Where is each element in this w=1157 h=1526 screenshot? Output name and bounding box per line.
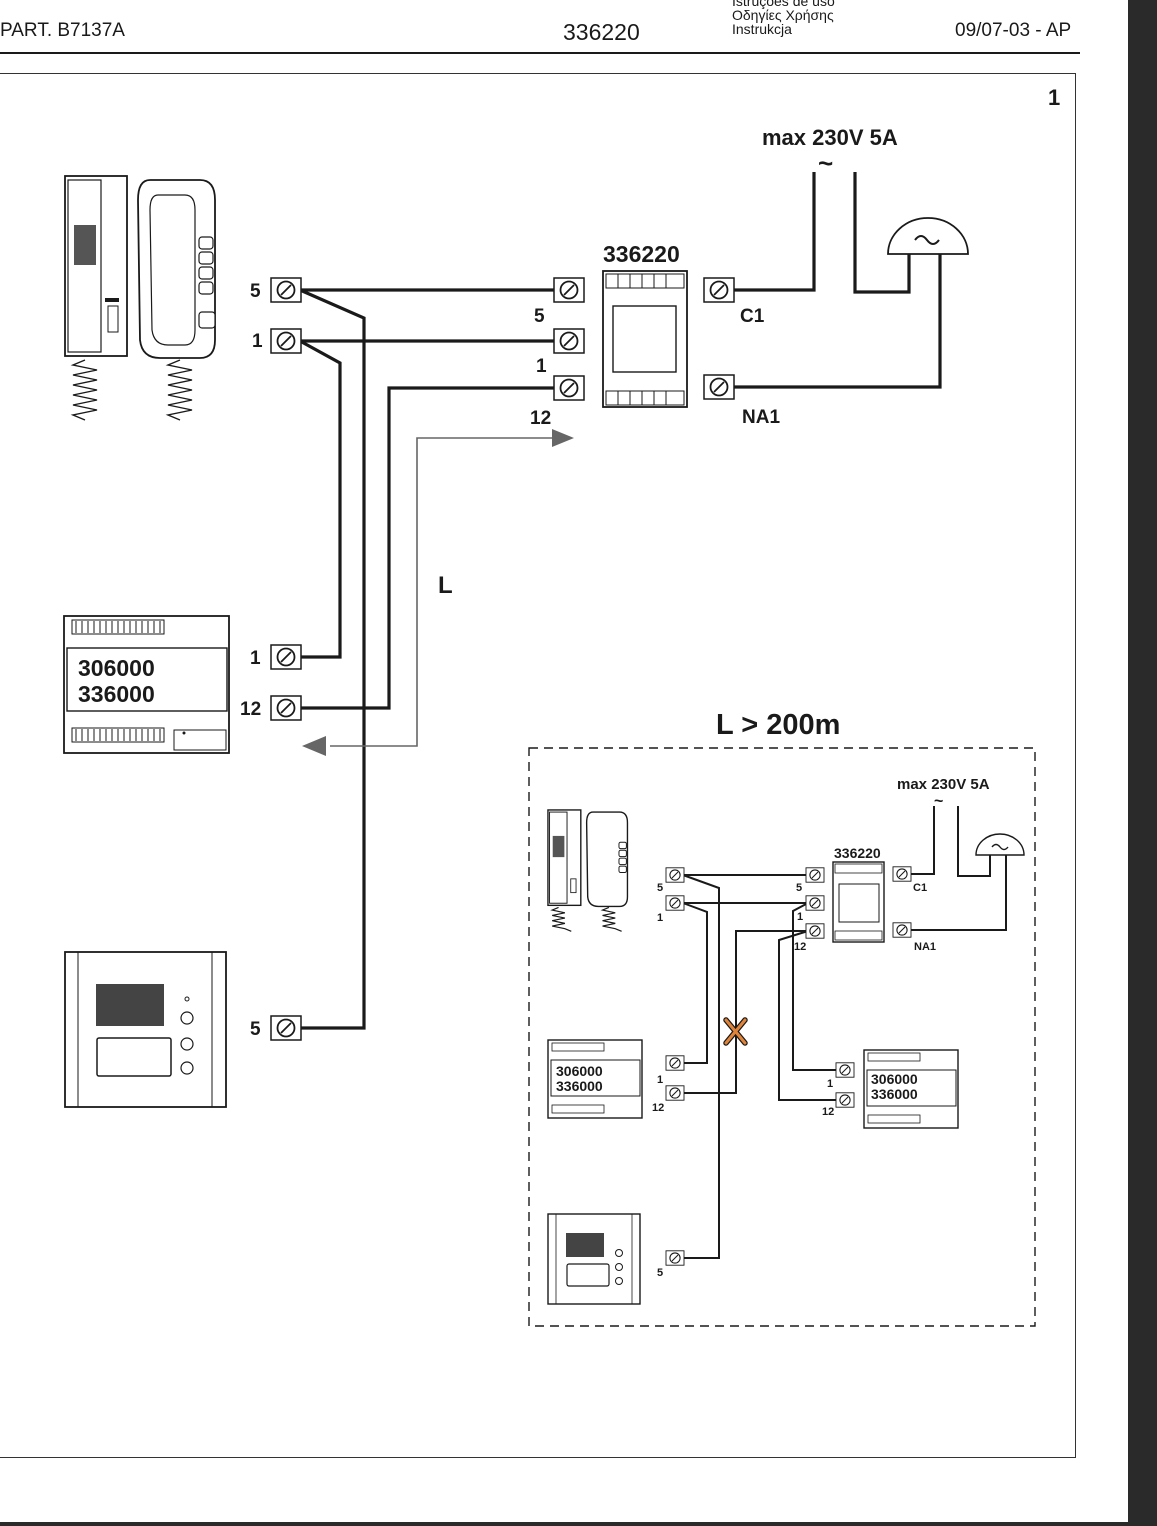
length-arrow — [302, 429, 574, 756]
inset-relay-module — [832, 861, 885, 943]
language-greek: Οδηγίες Χρήσης — [732, 7, 834, 23]
inset-label-t12-relay: 12 — [794, 941, 806, 953]
language-list: Istruções de uso Οδηγίες Χρήσης Instrukc… — [732, 0, 835, 37]
inset-panel-terminal-5 — [665, 1250, 685, 1266]
inset-relay-terminal-12 — [805, 923, 825, 939]
inset-label-t5-panel: 5 — [657, 1267, 663, 1279]
page-header: PART. B7137A 336220 Istruções de uso Οδη… — [0, 0, 1080, 54]
label-t12-relay: 12 — [530, 408, 551, 429]
figure-frame — [0, 73, 1076, 1458]
inset-label-t12-psu-right: 12 — [822, 1106, 834, 1118]
inset-label-t1-relay: 1 — [797, 911, 803, 923]
date-code: 09/07-03 - AP — [955, 20, 1072, 41]
figure-number: 1 — [1048, 85, 1060, 110]
inset-condition-label: L > 200m — [716, 709, 840, 741]
label-c1: C1 — [740, 306, 765, 327]
wiring-diagram: 1 306000 336000 — [63, 85, 1060, 1327]
inset-label-t5-handset: 5 — [657, 882, 663, 894]
relay-terminal-1 — [553, 328, 585, 354]
supply-ac-symbol: ~ — [818, 148, 833, 178]
part-number: PART. B7137A — [0, 20, 125, 41]
page-edge-strip — [1128, 0, 1157, 1526]
inset-psu-left-terminal-1 — [665, 1055, 685, 1071]
label-t1-psu: 1 — [250, 648, 261, 669]
inset-psu-left-code-1: 306000 — [556, 1063, 603, 1079]
language-portuguese: Istruções de uso — [732, 0, 835, 9]
inset-label-t1-psu-right: 1 — [827, 1078, 833, 1090]
relay-terminal-c1 — [703, 277, 735, 303]
wire-length-label: L — [438, 572, 453, 599]
psu-terminal-1 — [270, 644, 302, 670]
door-panel-icon — [64, 951, 227, 1108]
label-na1: NA1 — [742, 407, 780, 428]
inset-psu-right-code-1: 306000 — [871, 1071, 918, 1087]
inset-psu-left-code-2: 336000 — [556, 1078, 603, 1094]
inset-handset-terminal-5 — [665, 867, 685, 883]
inset-psu-right-code-2: 336000 — [871, 1086, 918, 1102]
label-t5-handset: 5 — [250, 281, 261, 302]
inset-relay-model-label: 336220 — [834, 845, 881, 861]
inset-psu-right-terminal-12 — [835, 1092, 855, 1108]
label-t5-relay: 5 — [534, 306, 545, 327]
inset-label-t1-psu-left: 1 — [657, 1074, 663, 1086]
product-code: 336220 — [563, 19, 640, 45]
power-supply-code-1: 306000 — [78, 655, 155, 681]
supply-rating-label: max 230V 5A — [762, 125, 898, 150]
inset-psu-left-terminal-12 — [665, 1085, 685, 1101]
inset-relay-terminal-5 — [805, 867, 825, 883]
language-polish: Instrukcja — [732, 21, 792, 37]
panel-terminal-5 — [270, 1015, 302, 1041]
label-t1-handset: 1 — [252, 331, 263, 352]
inset-relay-terminal-1 — [805, 895, 825, 911]
inset-handset-terminal-1 — [665, 895, 685, 911]
power-supply-code-2: 336000 — [78, 681, 155, 707]
relay-terminal-12 — [553, 375, 585, 401]
inset-relay-terminal-na1 — [892, 922, 912, 938]
main-wiring — [299, 172, 942, 1030]
inset-label-t1-handset: 1 — [657, 912, 663, 924]
handset-terminal-5 — [270, 277, 302, 303]
inset-frame — [528, 747, 1036, 1327]
inset-label-na1: NA1 — [914, 941, 936, 953]
cross-mark-icon — [723, 1017, 748, 1046]
relay-model-label: 336220 — [603, 241, 680, 267]
psu-terminal-12 — [270, 695, 302, 721]
relay-module-336220 — [602, 270, 688, 408]
inset-wiring — [682, 806, 1007, 1259]
relay-terminal-5 — [553, 277, 585, 303]
label-t5-panel: 5 — [250, 1019, 261, 1040]
inset-psu-right — [863, 1049, 959, 1129]
handset-icon — [64, 175, 216, 421]
inset-psu-left — [547, 1039, 643, 1119]
label-t1-relay: 1 — [536, 356, 547, 377]
inset-label-t5-relay: 5 — [796, 882, 802, 894]
inset-label-c1: C1 — [913, 882, 927, 894]
inset-handset-icon — [547, 809, 629, 932]
inset-relay-terminal-c1 — [892, 866, 912, 882]
inset-supply-rating-label: max 230V 5A — [897, 776, 990, 793]
inset-door-panel-icon — [547, 1213, 641, 1305]
inset-label-t12-psu-left: 12 — [652, 1102, 664, 1114]
bell-icon — [887, 217, 969, 255]
handset-terminal-1 — [270, 328, 302, 354]
inset-psu-right-terminal-1 — [835, 1062, 855, 1078]
relay-terminal-na1 — [703, 374, 735, 400]
inset-ac-symbol: ~ — [934, 793, 943, 810]
inset-bell-icon — [975, 833, 1025, 856]
label-t12-psu: 12 — [240, 699, 261, 720]
power-supply-unit — [63, 615, 230, 754]
bottom-rule — [0, 1522, 1128, 1526]
